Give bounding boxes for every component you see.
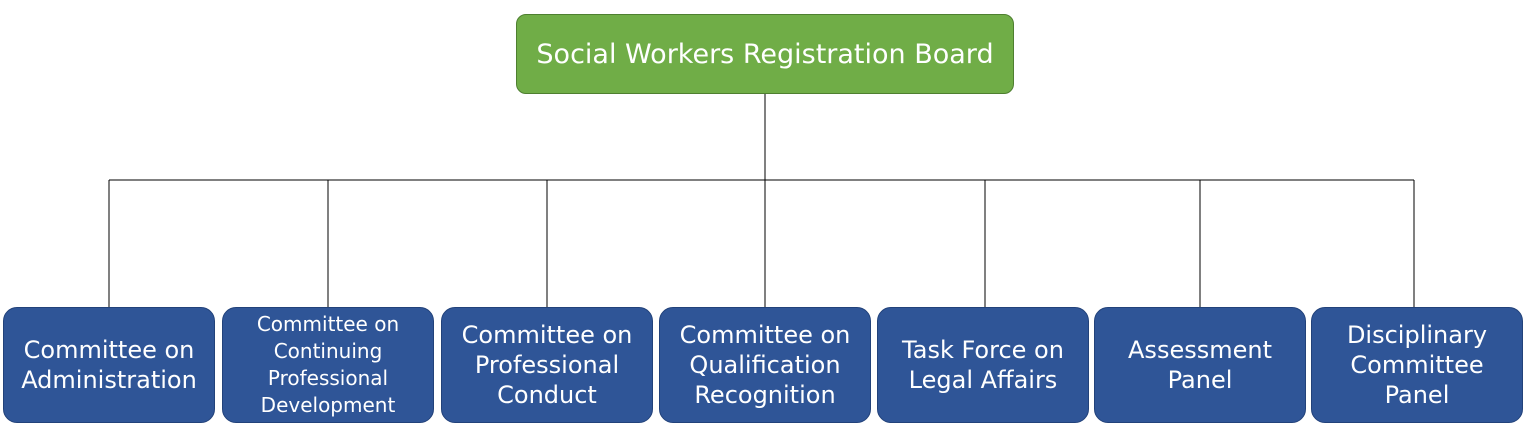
root-node: Social Workers Registration Board — [516, 14, 1014, 94]
child-node-label: Committee on Professional Conduct — [461, 321, 633, 409]
child-node-administration: Committee on Administration — [3, 307, 215, 423]
child-node-legal-affairs: Task Force on Legal Affairs — [877, 307, 1089, 423]
root-node-label: Social Workers Registration Board — [536, 38, 994, 70]
child-node-label: Committee on Administration — [21, 336, 197, 394]
child-node-label: Disciplinary Committee Panel — [1346, 321, 1488, 409]
child-node-label: Committee on Continuing Professional Dev… — [256, 312, 400, 417]
child-node-disciplinary-committee-panel: Disciplinary Committee Panel — [1311, 307, 1523, 423]
child-node-label: Committee on Qualification Recognition — [679, 321, 851, 409]
child-node-label: Assessment Panel — [1128, 336, 1272, 394]
child-node-assessment-panel: Assessment Panel — [1094, 307, 1306, 423]
child-node-label: Task Force on Legal Affairs — [902, 336, 1064, 394]
child-node-professional-conduct: Committee on Professional Conduct — [441, 307, 653, 423]
child-node-qualification-recognition: Committee on Qualification Recognition — [659, 307, 871, 423]
child-node-continuing-professional-development: Committee on Continuing Professional Dev… — [222, 307, 434, 423]
